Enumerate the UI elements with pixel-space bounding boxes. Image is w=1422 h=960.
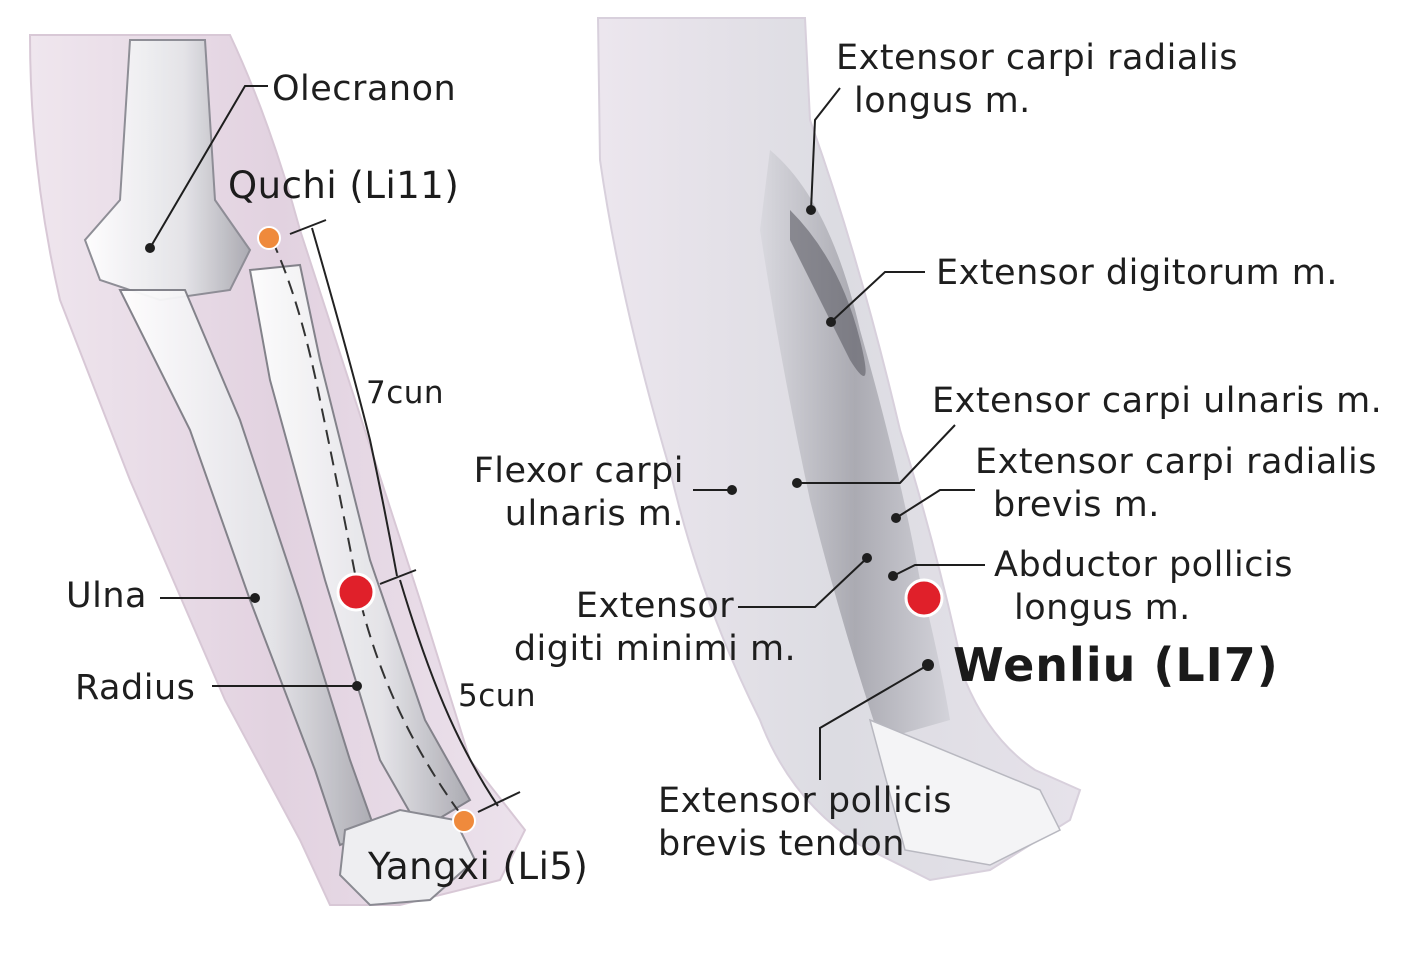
edm-marker xyxy=(862,553,872,563)
meridian-dashed-line xyxy=(271,239,466,821)
right-forearm xyxy=(596,17,1082,882)
apl-marker xyxy=(888,571,898,581)
ecrl-leader xyxy=(810,87,841,211)
ecu-leader xyxy=(797,424,956,484)
ecrl-label: Extensor carpi radialis longus m. xyxy=(836,38,1238,121)
humerus-bone xyxy=(83,39,252,302)
distance-5cun-label: 5cun xyxy=(458,678,537,714)
ecrb-label: Extensor carpi radialis brevis m. xyxy=(975,442,1377,525)
wenliu-label: Wenliu (LI7) xyxy=(953,638,1279,692)
ed-leader xyxy=(830,271,925,323)
quchi-acupoint xyxy=(257,226,281,250)
dimension-7cun-arc xyxy=(311,227,398,577)
extensor-muscle-band xyxy=(760,150,950,740)
dimension-5cun-arc xyxy=(399,579,499,807)
ecrb-leader xyxy=(895,489,975,519)
epb-label: Extensor pollicis brevis tendon xyxy=(658,781,952,864)
extensor-tendons xyxy=(868,718,1062,866)
wrist-bones xyxy=(338,808,477,907)
radius-marker xyxy=(352,681,362,691)
olecranon-leader xyxy=(149,85,268,249)
apl-label: Abductor pollicis longus m. xyxy=(994,545,1293,628)
apl-leader xyxy=(892,564,985,577)
fcu-label: Flexor carpi ulnaris m. xyxy=(473,451,684,534)
yangxi-acupoint xyxy=(452,809,476,833)
ulna-marker xyxy=(250,593,260,603)
ecrb-marker xyxy=(891,513,901,523)
wenliu-acupoint xyxy=(904,578,944,618)
ecrl-marker xyxy=(806,205,816,215)
epb-leader xyxy=(819,664,929,780)
ecu-marker xyxy=(792,478,802,488)
radius-label: Radius xyxy=(75,668,196,708)
ulna-label: Ulna xyxy=(66,576,147,616)
yangxi-label: Yangxi (Li5) xyxy=(368,845,589,888)
fcu-marker xyxy=(727,485,737,495)
shousanli-acupoint xyxy=(336,572,376,612)
ed-label: Extensor digitorum m. xyxy=(936,253,1338,293)
extensor-muscle-shadow xyxy=(790,210,866,376)
radius-bone xyxy=(248,263,472,832)
distance-7cun-label: 7cun xyxy=(366,375,445,411)
left-forearm xyxy=(28,34,527,907)
olecranon-label: Olecranon xyxy=(272,69,457,109)
wenliu-marker xyxy=(922,659,934,671)
ecu-label: Extensor carpi ulnaris m. xyxy=(932,381,1383,421)
olecranon-marker xyxy=(145,243,155,253)
quchi-label: Quchi (Li11) xyxy=(228,164,460,207)
edm-label: Extensor digiti minimi m. xyxy=(513,586,797,669)
edm-leader xyxy=(738,557,868,608)
ed-marker xyxy=(826,317,836,327)
